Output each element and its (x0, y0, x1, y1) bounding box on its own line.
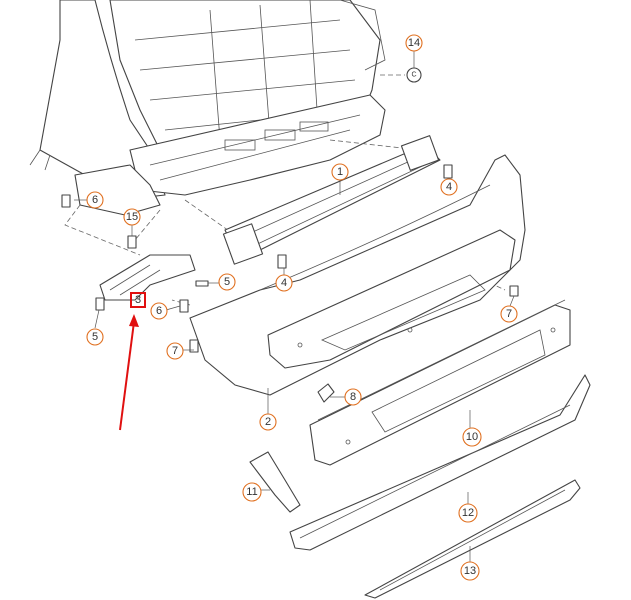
svg-text:4: 4 (446, 181, 452, 193)
part-11-side-trim (249, 451, 301, 513)
callout-13: 13 (460, 561, 480, 581)
part-3-highlight-box: 3 (130, 292, 146, 308)
part-2-bumper-cover (189, 154, 526, 396)
svg-text:2: 2 (265, 416, 271, 428)
svg-text:7: 7 (172, 345, 178, 357)
callout-10: 10 (462, 427, 482, 447)
callout-11: 11 (242, 482, 262, 502)
svg-text:5: 5 (224, 276, 230, 288)
part-12-trim-strip (289, 374, 591, 551)
callout-6-bottom: 6 (150, 302, 168, 320)
callout-5-middle: 5 (218, 273, 236, 291)
clip-label: C (411, 72, 416, 79)
callout-6-top: 6 (86, 191, 104, 209)
callout-12: 12 (458, 503, 478, 523)
part-3-label: 3 (135, 294, 141, 306)
callout-7-left: 7 (166, 342, 184, 360)
svg-text:8: 8 (350, 391, 356, 403)
part-3-bracket (99, 254, 196, 301)
callout-4-left: 4 (275, 274, 293, 292)
vehicle-rear-body (29, 0, 386, 216)
part-13-spoiler (364, 479, 581, 599)
svg-text:10: 10 (466, 431, 478, 443)
svg-text:11: 11 (246, 486, 257, 498)
callout-8: 8 (344, 388, 362, 406)
svg-text:14: 14 (408, 37, 420, 49)
svg-text:1: 1 (337, 166, 343, 178)
callout-1: 1 (331, 163, 349, 181)
part-1-impact-beam (222, 135, 441, 265)
svg-text:12: 12 (462, 507, 474, 519)
fasteners: C (61, 67, 519, 403)
callout-15: 15 (123, 208, 141, 226)
svg-text:4: 4 (281, 277, 287, 289)
svg-text:7: 7 (506, 308, 512, 320)
svg-text:6: 6 (92, 194, 98, 206)
callout-7-right: 7 (500, 305, 518, 323)
svg-text:5: 5 (92, 331, 98, 343)
svg-text:6: 6 (156, 305, 162, 317)
svg-text:13: 13 (464, 565, 476, 577)
callout-2: 2 (259, 413, 277, 431)
highlight-arrow (119, 314, 139, 431)
callout-4-right: 4 (440, 178, 458, 196)
callout-14: 14 (405, 34, 423, 52)
callout-5-left: 5 (86, 328, 104, 346)
svg-text:15: 15 (126, 211, 138, 223)
